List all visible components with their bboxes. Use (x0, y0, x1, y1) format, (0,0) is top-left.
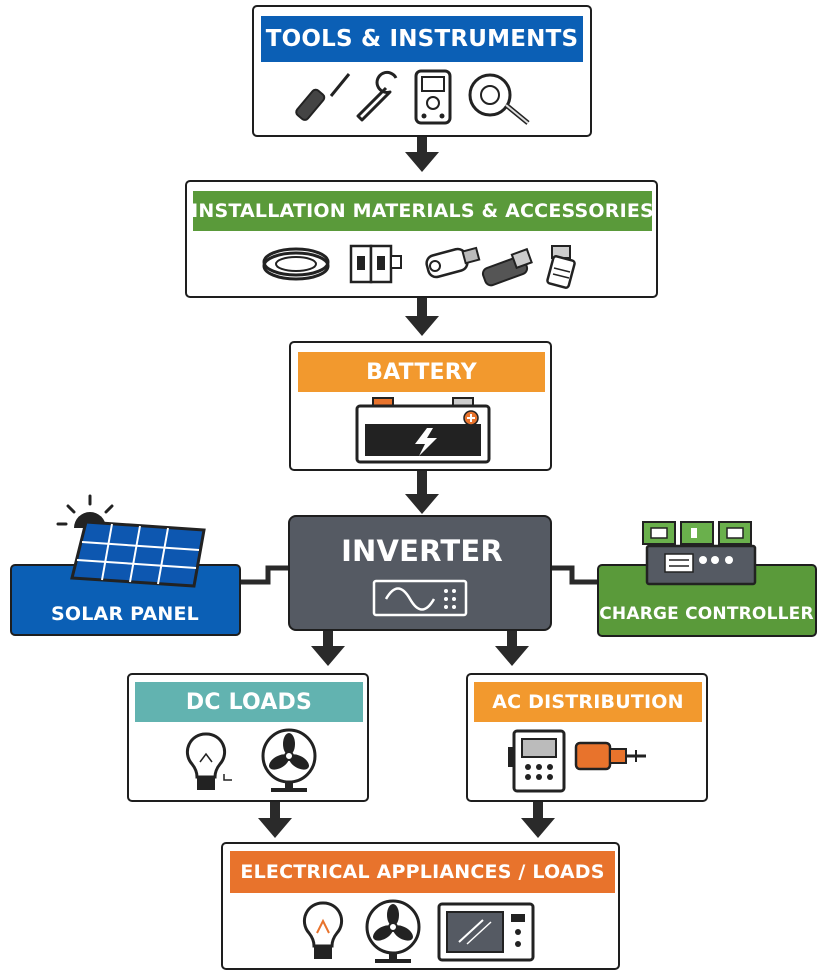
fan-icon (261, 728, 317, 792)
arrow-materials-to-battery (405, 298, 439, 336)
solar-panel-banner: SOLAR PANEL (12, 596, 238, 632)
multimeter-icon (414, 69, 452, 125)
plug-icon (574, 741, 646, 771)
wire-charge-controller-to-inverter (552, 565, 598, 585)
wire-solar-to-inverter (240, 565, 292, 585)
appliances-box: ELECTRICAL APPLIANCES / LOADS (221, 842, 620, 970)
ac-distribution-box: AC DISTRIBUTION (466, 673, 708, 802)
inverter-banner: INVERTER (290, 531, 554, 571)
charge-controller-banner: CHARGE CONTROLLER (599, 596, 814, 632)
screwdriver-icon (295, 73, 351, 121)
arrow-battery-to-inverter (405, 470, 439, 514)
dc-loads-box: DC LOADS (127, 673, 369, 802)
light-bulb-icon (185, 732, 232, 790)
light-bulb-icon (302, 901, 344, 959)
materials-box: INSTALLATION MATERIALS & ACCESSORIES (185, 180, 658, 298)
breaker-icon (349, 244, 402, 284)
sine-wave-icon (372, 579, 468, 617)
mc4-connector-icon (546, 245, 576, 289)
fan-icon (365, 899, 421, 963)
appliances-banner: ELECTRICAL APPLIANCES / LOADS (230, 851, 615, 893)
tools-banner: TOOLS & INSTRUMENTS (261, 16, 583, 62)
charge-controller-label: CHARGE CONTROLLER (599, 604, 814, 624)
materials-banner: INSTALLATION MATERIALS & ACCESSORIES (191, 191, 654, 231)
battery-icon (355, 397, 491, 464)
solar-panel-icon (70, 520, 206, 588)
solar-panel-box: SOLAR PANEL (10, 564, 241, 636)
charge-controller-icon (642, 521, 757, 586)
arrow-ac-distribution-to-appliances (521, 802, 555, 838)
wrench-icon (356, 70, 398, 122)
inverter-box: INVERTER (288, 515, 552, 631)
battery-label: BATTERY (366, 359, 477, 385)
tape-measure-icon (468, 73, 530, 125)
appliances-label: ELECTRICAL APPLIANCES / LOADS (240, 861, 605, 883)
cable-coil-icon (262, 247, 330, 281)
dc-loads-banner: DC LOADS (135, 682, 363, 722)
battery-banner: BATTERY (298, 352, 545, 392)
inverter-label: INVERTER (341, 534, 503, 568)
arrow-dc-loads-to-appliances (258, 802, 292, 838)
solar-panel-label: SOLAR PANEL (51, 603, 199, 625)
arrow-tools-to-materials (405, 136, 439, 172)
battery-box: BATTERY (289, 341, 552, 471)
distribution-panel-icon (508, 729, 566, 793)
arrow-inverter-to-ac-distribution (495, 628, 529, 666)
microwave-icon (437, 902, 535, 962)
connector-icon (425, 246, 481, 279)
ac-distribution-label: AC DISTRIBUTION (492, 691, 684, 713)
tools-label: TOOLS & INSTRUMENTS (265, 26, 579, 52)
ac-distribution-banner: AC DISTRIBUTION (474, 682, 702, 722)
fuse-holder-icon (481, 247, 533, 287)
materials-label: INSTALLATION MATERIALS & ACCESSORIES (191, 200, 654, 222)
tools-box: TOOLS & INSTRUMENTS (252, 5, 592, 137)
dc-loads-label: DC LOADS (185, 689, 313, 715)
arrow-inverter-to-dc-loads (311, 628, 345, 666)
